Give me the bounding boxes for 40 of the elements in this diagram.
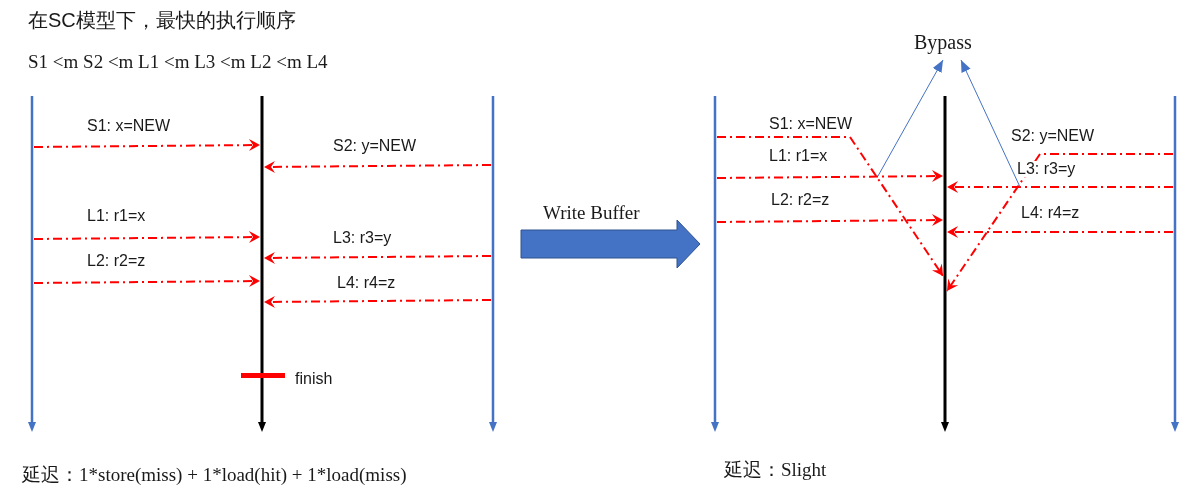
message-arrow xyxy=(33,231,261,244)
block-arrow xyxy=(520,219,701,269)
note-text: 延迟：1*store(miss) + 1*load(hit) + 1*load(miss) xyxy=(22,465,407,484)
edge-label: L4: r4=z xyxy=(1020,205,1081,221)
title: 在SC模型下，最快的执行顺序 xyxy=(28,8,296,33)
message-arrow xyxy=(946,153,1174,292)
message-arrow xyxy=(716,136,944,277)
note-text: 延迟：Slight xyxy=(724,460,827,479)
timeline-arrow xyxy=(710,96,720,432)
message-arrow xyxy=(946,226,1174,238)
edge-label: S2: y=NEW xyxy=(332,138,418,154)
message-arrow xyxy=(263,251,492,264)
note-text: finish xyxy=(295,371,333,387)
message-arrow xyxy=(946,181,1174,193)
edge-label: L2: r2=z xyxy=(770,192,831,208)
edge-label: Write Buffer xyxy=(543,203,640,222)
timeline-arrow xyxy=(488,96,498,432)
timeline-arrow xyxy=(257,96,267,432)
timeline-arrow xyxy=(940,96,950,432)
edge-label: S2: y=NEW xyxy=(1010,128,1096,144)
edge-label: L1: r1=x xyxy=(768,148,829,164)
bypass-label: Bypass xyxy=(914,32,972,52)
pointer-arrow xyxy=(960,59,1021,188)
edge-label: L2: r2=z xyxy=(86,253,147,269)
message-arrow xyxy=(263,295,492,308)
edge-label: L3: r3=y xyxy=(1016,161,1077,177)
message-arrow xyxy=(716,214,944,227)
message-arrow xyxy=(716,170,944,183)
edge-label: L1: r1=x xyxy=(86,208,147,224)
pointer-arrow xyxy=(877,59,944,177)
timeline-arrow xyxy=(27,96,37,432)
message-arrow xyxy=(263,160,492,173)
message-arrow xyxy=(33,139,261,152)
message-arrow xyxy=(33,275,261,288)
edge-label: L3: r3=y xyxy=(332,230,393,246)
timeline-arrow xyxy=(1170,96,1180,432)
edge-label: L4: r4=z xyxy=(336,275,397,291)
note-text: S1 <m S2 <m L1 <m L3 <m L2 <m L4 xyxy=(28,52,328,71)
edge-label: S1: x=NEW xyxy=(768,116,854,132)
edge-label: S1: x=NEW xyxy=(86,118,172,134)
